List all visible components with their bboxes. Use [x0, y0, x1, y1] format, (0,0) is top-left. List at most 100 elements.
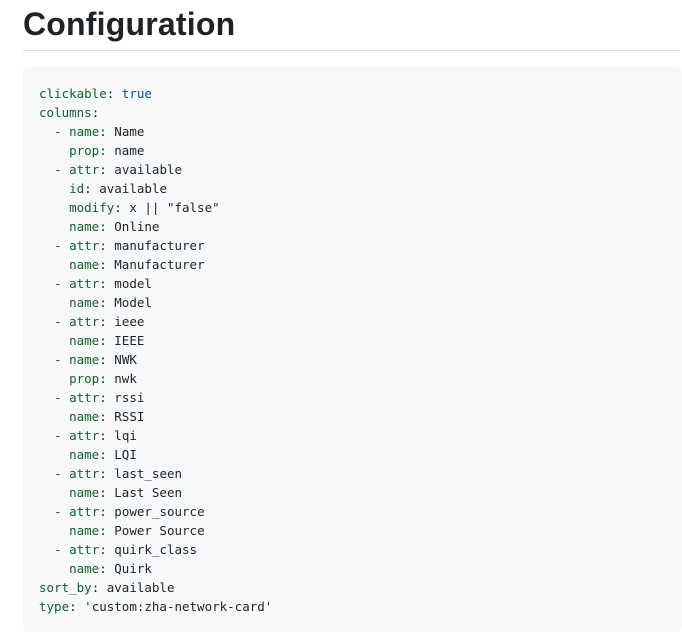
code-line: name: Power Source	[39, 521, 682, 540]
code-line: name: RSSI	[39, 407, 682, 426]
yaml-value: Last Seen	[114, 485, 183, 500]
yaml-value: Name	[114, 124, 145, 139]
colon: :	[99, 504, 115, 519]
colon: :	[99, 561, 115, 576]
code-line: columns:	[39, 103, 682, 122]
code-line: name: Manufacturer	[39, 255, 682, 274]
yaml-value: RSSI	[114, 409, 145, 424]
list-dash: -	[54, 276, 70, 291]
yaml-key: name	[69, 219, 100, 234]
colon: :	[99, 314, 115, 329]
yaml-key: attr	[69, 428, 100, 443]
list-dash: -	[54, 466, 70, 481]
yaml-key: attr	[69, 238, 100, 253]
list-dash: -	[54, 162, 70, 177]
code-line: - name: NWK	[39, 350, 682, 369]
colon: :	[99, 542, 115, 557]
code-indent	[39, 143, 69, 158]
yaml-value: true	[121, 86, 152, 101]
yaml-value: LQI	[114, 447, 137, 462]
colon: :	[99, 352, 115, 367]
yaml-key: name	[69, 409, 100, 424]
code-line: id: available	[39, 179, 682, 198]
code-line: - attr: model	[39, 274, 682, 293]
colon: :	[99, 143, 115, 158]
code-line: type: 'custom:zha-network-card'	[39, 597, 682, 616]
yaml-key: attr	[69, 542, 100, 557]
list-dash: -	[54, 428, 70, 443]
yaml-value: available	[114, 162, 183, 177]
yaml-key: name	[69, 523, 100, 538]
yaml-key: name	[69, 447, 100, 462]
yaml-key: attr	[69, 504, 100, 519]
yaml-key: columns	[39, 105, 92, 120]
code-line: - attr: manufacturer	[39, 236, 682, 255]
list-dash: -	[54, 542, 70, 557]
yaml-key: clickable	[39, 86, 107, 101]
code-indent	[39, 314, 54, 329]
page-title: Configuration	[23, 6, 236, 42]
code-indent	[39, 352, 54, 367]
code-line: clickable: true	[39, 84, 682, 103]
code-indent	[39, 542, 54, 557]
colon: :	[99, 276, 115, 291]
colon: :	[99, 257, 115, 272]
code-indent	[39, 124, 54, 139]
yaml-key: attr	[69, 314, 100, 329]
code-indent	[39, 257, 69, 272]
code-indent	[39, 181, 69, 196]
colon: :	[91, 580, 107, 595]
yaml-key: name	[69, 352, 100, 367]
yaml-value: name	[114, 143, 145, 158]
code-line: modify: x || "false"	[39, 198, 682, 217]
colon: :	[91, 105, 100, 120]
yaml-value: IEEE	[114, 333, 145, 348]
yaml-key: prop	[69, 143, 100, 158]
yaml-key: attr	[69, 390, 100, 405]
colon: :	[99, 295, 115, 310]
colon: :	[84, 181, 100, 196]
yaml-value: Manufacturer	[114, 257, 205, 272]
list-dash: -	[54, 390, 70, 405]
code-indent	[39, 390, 54, 405]
code-indent	[39, 504, 54, 519]
list-dash: -	[54, 124, 70, 139]
code-line: - attr: quirk_class	[39, 540, 682, 559]
yaml-value: 'custom:zha-network-card'	[84, 599, 273, 614]
yaml-key: type	[39, 599, 70, 614]
colon: :	[99, 447, 115, 462]
yaml-value: available	[99, 181, 167, 196]
colon: :	[99, 333, 115, 348]
yaml-value: available	[106, 580, 175, 595]
yaml-key: attr	[69, 466, 100, 481]
colon: :	[99, 523, 115, 538]
yaml-value: ieee	[114, 314, 145, 329]
code-line: prop: nwk	[39, 369, 682, 388]
colon: :	[99, 466, 115, 481]
colon: :	[99, 409, 115, 424]
yaml-key: name	[69, 124, 100, 139]
yaml-value: power_source	[114, 504, 205, 519]
code-indent	[39, 409, 69, 424]
list-dash: -	[54, 238, 70, 253]
code-line: - attr: lqi	[39, 426, 682, 445]
colon: :	[69, 599, 85, 614]
code-line: name: Online	[39, 217, 682, 236]
list-dash: -	[54, 504, 70, 519]
code-line: name: IEEE	[39, 331, 682, 350]
yaml-value: nwk	[114, 371, 137, 386]
yaml-value: x || "false"	[129, 200, 220, 215]
code-line: - name: Name	[39, 122, 682, 141]
code-line: name: Last Seen	[39, 483, 682, 502]
code-line: - attr: available	[39, 160, 682, 179]
yaml-value: last_seen	[114, 466, 183, 481]
code-line: - attr: ieee	[39, 312, 682, 331]
colon: :	[99, 238, 115, 253]
colon: :	[99, 371, 115, 386]
code-indent	[39, 276, 54, 291]
code-indent	[39, 485, 69, 500]
code-indent	[39, 561, 69, 576]
code-line: - attr: power_source	[39, 502, 682, 521]
code-indent	[39, 162, 54, 177]
